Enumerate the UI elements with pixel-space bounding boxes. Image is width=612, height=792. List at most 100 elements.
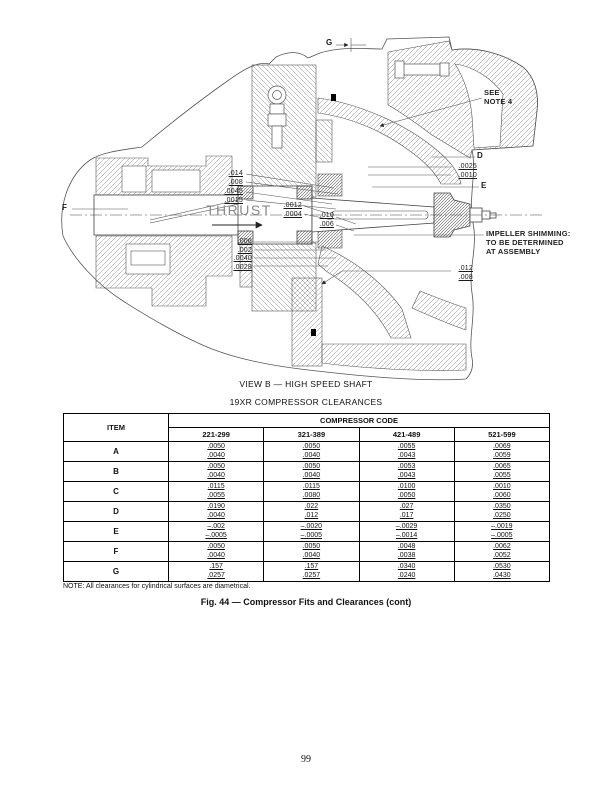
clearance-value: .0050: [207, 543, 225, 550]
row-item-label: A: [63, 441, 169, 462]
clearance-value: .0050: [397, 491, 416, 499]
hatched-sections: [95, 40, 538, 371]
clearance-cell: .0050.0040: [263, 541, 360, 562]
clearance-value: .0065: [493, 463, 511, 470]
clearance-table: ITEM COMPRESSOR CODE 221-299 321-389 421…: [63, 413, 551, 582]
item-header: ITEM: [63, 413, 169, 442]
table-row: B.0050.0040.0050.0040.0053.0043.0065.005…: [63, 461, 551, 482]
bolt: [394, 60, 450, 79]
row-item-label: G: [63, 561, 169, 582]
clearance-cell: .022.012: [263, 501, 360, 522]
clearance-value: .0430: [493, 571, 511, 579]
clearance-value: .0038: [397, 551, 416, 559]
clearance-value: .0055: [207, 491, 225, 499]
clearance-value: .0043: [397, 451, 416, 459]
table-note: NOTE: All clearances for cylindrical sur…: [63, 583, 251, 590]
clearance-cell: –.0020–.0005: [263, 521, 360, 542]
clearance-value: .157: [209, 563, 223, 570]
clearance-value: .0340: [397, 563, 416, 570]
row-item-label: F: [63, 541, 169, 562]
see-note-annotation: SEE NOTE 4: [484, 88, 513, 106]
clearance-value: .027: [399, 503, 414, 510]
clearance-cell: .0010.0060: [453, 481, 551, 502]
row-item-label: B: [63, 461, 169, 482]
figure-subtitle: 19XR COMPRESSOR CLEARANCES: [229, 397, 383, 407]
row-item-label: C: [63, 481, 169, 502]
figure-diagram: [61, 36, 545, 381]
row-item-label: E: [63, 521, 169, 542]
impeller-shimming-annotation: IMPELLER SHIMMING: TO BE DETERMINED AT A…: [486, 229, 571, 256]
clearance-cell: .0050.0040: [263, 461, 360, 482]
clearance-value: –.002: [207, 523, 225, 530]
clearance-cell: .0055.0043: [358, 441, 455, 462]
clearance-value: –.0005: [300, 531, 323, 539]
clearance-value: .157: [304, 563, 319, 570]
table-row: A.0050.0040.0050.0040.0055.0043.0069.005…: [63, 441, 551, 462]
clearance-value: .0350: [493, 503, 511, 510]
clearance-value: .0040: [207, 511, 225, 519]
callout-g: G: [326, 38, 333, 47]
clearance-value: .0069: [493, 443, 511, 450]
clearance-value: .0257: [302, 571, 321, 579]
clearance-value: .0050: [207, 463, 225, 470]
figure-caption: Fig. 44 — Compressor Fits and Clearances…: [200, 597, 412, 607]
clearance-cell: .157.0257: [263, 561, 360, 582]
clearance-cell: .0050.0040: [263, 441, 360, 462]
clearance-value: .0040: [207, 451, 225, 459]
dim-seal-lower: .0045.0015: [224, 188, 243, 204]
dim-journal: .0012.0004: [283, 202, 302, 218]
clearance-value: .0250: [493, 511, 511, 519]
table-row: F.0050.0040.0050.0040.0048.0038.0062.005…: [63, 541, 551, 562]
clearance-cell: .0530.0430: [453, 561, 551, 582]
clearance-value: .0048: [397, 543, 416, 550]
clearance-cell: .0350.0250: [453, 501, 551, 522]
clearance-value: .0010: [493, 483, 511, 490]
clearance-value: .0040: [302, 471, 321, 479]
clearance-value: –.0020: [300, 523, 323, 530]
clearance-value: .0059: [493, 451, 511, 459]
clearance-value: .0043: [397, 471, 416, 479]
clearance-value: .0050: [207, 443, 225, 450]
clearance-cell: .0062.0052: [453, 541, 551, 562]
clearance-cell: .0053.0043: [358, 461, 455, 482]
column-header: 421-489: [358, 427, 455, 442]
clearance-cell: .0050.0040: [167, 541, 265, 562]
clearance-cell: .0069.0059: [453, 441, 551, 462]
clearance-value: –.0019: [491, 523, 513, 530]
clearance-value: .0040: [302, 551, 321, 559]
clearance-value: –.0005: [205, 531, 227, 539]
clearance-cell: –.0019–.0005: [453, 521, 551, 542]
clearance-cell: .0340.0240: [358, 561, 455, 582]
thrust-label: THRUST: [206, 202, 272, 218]
clearance-cell: .157.0257: [167, 561, 265, 582]
clearance-value: –.0005: [491, 531, 513, 539]
clearance-value: .0257: [207, 571, 225, 579]
clearance-value: .0080: [302, 491, 321, 499]
clearance-value: .017: [399, 511, 414, 519]
clearance-value: .0050: [302, 443, 321, 450]
clearance-value: .0062: [493, 543, 511, 550]
table-row: C.0115.0055.0115.0080.0100.0050.0010.006…: [63, 481, 551, 502]
clearance-value: .0055: [397, 443, 416, 450]
clearance-value: .0053: [397, 463, 416, 470]
clearance-value: .022: [304, 503, 319, 510]
clearance-cell: .0050.0040: [167, 441, 265, 462]
dim-impeller-rear: .012.008: [458, 265, 473, 281]
clearance-value: .0040: [207, 471, 225, 479]
clearance-cell: –.002–.0005: [167, 521, 265, 542]
row-item-label: D: [63, 501, 169, 522]
clearance-value: –.0014: [395, 531, 418, 539]
table-row: E–.002–.0005–.0020–.0005–.0029–.0014–.00…: [63, 521, 551, 542]
callout-d: D: [477, 151, 483, 160]
page-number: 99: [301, 754, 311, 765]
clearance-cell: .027.017: [358, 501, 455, 522]
clearance-value: .0055: [493, 471, 511, 479]
clearance-cell: .0115.0080: [263, 481, 360, 502]
clearance-value: .0115: [302, 483, 320, 490]
column-header: 521-599: [453, 427, 551, 442]
clearance-value: –.0029: [395, 523, 418, 530]
clearance-value: .0050: [302, 543, 321, 550]
dim-seal-upper: .014.008: [228, 170, 243, 186]
clearance-value: .012: [304, 511, 319, 519]
clearance-value: .0052: [493, 551, 511, 559]
